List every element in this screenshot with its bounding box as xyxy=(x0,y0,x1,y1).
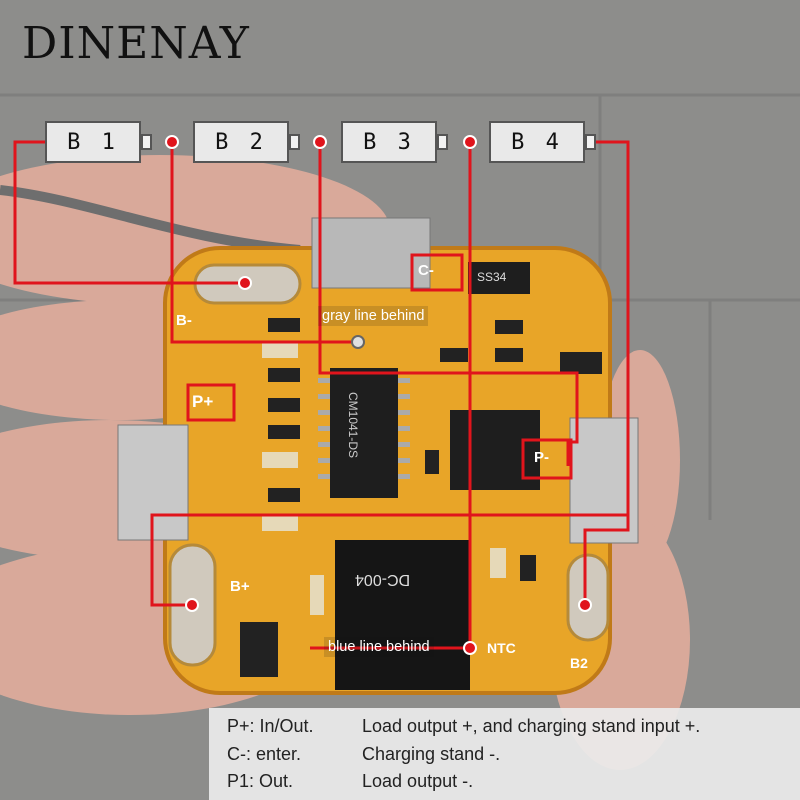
chip-marking: CM1041-DS xyxy=(346,392,360,459)
ntc-label: NTC xyxy=(487,640,516,656)
note-key: C-: enter. xyxy=(227,744,302,764)
note-row-p1: P1: Out. Load output -. xyxy=(227,771,473,792)
note-row-c-minus: C-: enter. Charging stand -. xyxy=(227,744,500,765)
note-row-p-plus: P+: In/Out. Load output +, and charging … xyxy=(227,716,700,737)
battery-terminal-icon xyxy=(289,134,300,150)
pin-p-plus-label: P+ xyxy=(192,392,214,411)
gray-line-callout: gray line behind xyxy=(318,306,429,326)
pin-p-minus-label: P- xyxy=(534,449,549,466)
connector-marking: DC-004 xyxy=(355,571,411,588)
battery-cell-label: B 4 xyxy=(511,129,563,155)
pin-b-minus-label: B- xyxy=(176,312,192,329)
note-key: P+: In/Out. xyxy=(227,716,314,736)
diode-marking: SS34 xyxy=(477,270,507,284)
battery-cell-b2: B 2 xyxy=(193,121,300,163)
brand-logo-text: DINENAY xyxy=(22,18,250,69)
battery-cell-label: B 1 xyxy=(67,129,119,155)
pin-b-plus-label: B+ xyxy=(230,578,250,595)
note-key: P1: Out. xyxy=(227,771,294,791)
brand-logo: DINENAY xyxy=(22,18,250,69)
battery-terminal-icon xyxy=(437,134,448,150)
blue-line-callout: blue line behind xyxy=(324,637,434,657)
pin-c-minus-label: C- xyxy=(418,262,434,279)
note-value: Load output +, and charging stand input … xyxy=(362,716,701,736)
battery-cell-b1: B 1 xyxy=(45,121,152,163)
pin-description-panel: P+: In/Out. Load output +, and charging … xyxy=(209,708,800,800)
note-value: Load output -. xyxy=(362,771,474,791)
pin-b2-label: B2 xyxy=(570,655,588,671)
battery-cell-label: B 2 xyxy=(215,129,267,155)
note-value: Charging stand -. xyxy=(362,744,501,764)
battery-terminal-icon xyxy=(585,134,596,150)
battery-terminal-icon xyxy=(141,134,152,150)
battery-cell-label: B 3 xyxy=(363,129,415,155)
battery-cell-b3: B 3 xyxy=(341,121,448,163)
battery-cell-b4: B 4 xyxy=(489,121,596,163)
